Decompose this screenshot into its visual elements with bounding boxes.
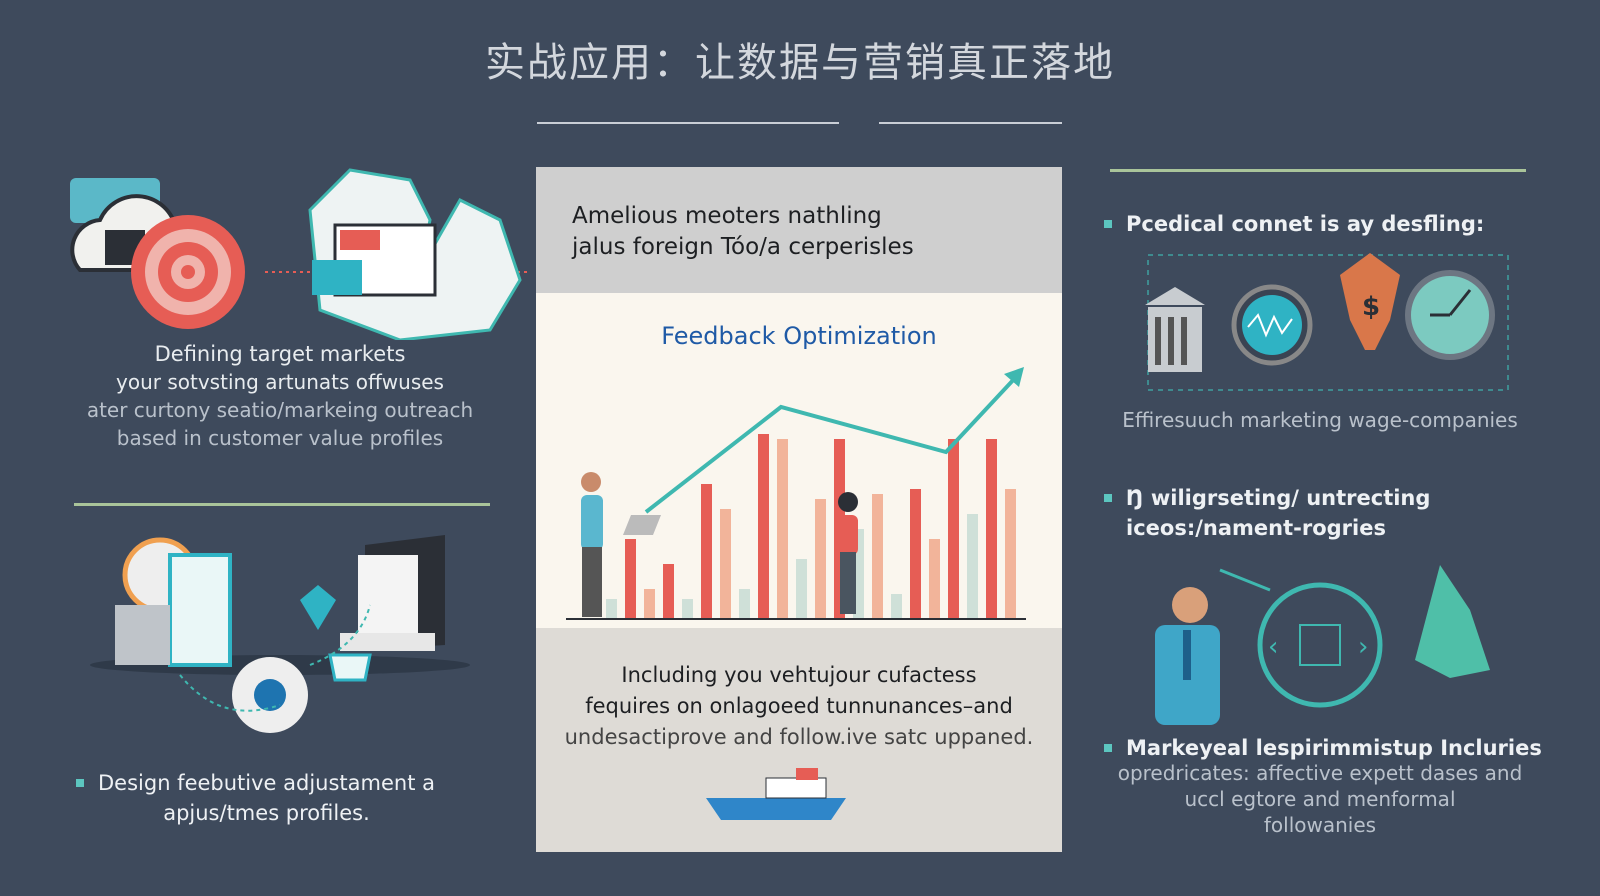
- header-line: Amelious meoters nathling: [572, 203, 882, 229]
- body-line: Including you vehtujour cufactess: [621, 663, 977, 687]
- caption-line: ater curtony seatio/markeing outreach: [86, 398, 474, 422]
- center-panel: Amelious meoters nathling jalus foreign …: [536, 167, 1062, 852]
- section-divider: [74, 503, 490, 506]
- panel-body-text: Including you vehtujour cufactess fequir…: [536, 660, 1062, 753]
- caption-line: opredricates: affective expett dases and: [1117, 761, 1523, 785]
- right-bullet-2: Ŋ wiligrseting/ untrecting iceos:/nament-…: [1104, 483, 1430, 543]
- bullet-icon: [1104, 220, 1112, 228]
- bank-building-icon: [1145, 287, 1205, 372]
- chart-bar: [663, 564, 674, 619]
- section-divider: [1110, 169, 1526, 172]
- chart-bar: [986, 439, 997, 619]
- chart-bar: [891, 594, 902, 619]
- target-markets-caption: Defining target markets your sotvsting a…: [70, 340, 490, 452]
- chart-bar: [720, 509, 731, 619]
- bullet-text: Pcedical connet is ay desfling:: [1126, 212, 1485, 236]
- bullet-text: Ŋ wiligrseting/ untrecting: [1126, 486, 1431, 510]
- monitor-gauge-icon: [1231, 284, 1313, 366]
- bullet-icon: [76, 779, 84, 787]
- gear-icon: [232, 657, 308, 733]
- chart-bar: [815, 499, 826, 619]
- chart-title: Feedback Optimization: [661, 322, 937, 350]
- chart-bar: [625, 539, 636, 619]
- envelope-icon: [328, 653, 372, 682]
- person-woman-icon: [836, 492, 858, 614]
- bullet-text: apjus/tmes profiles.: [163, 801, 370, 825]
- finance-icons-illustration: $: [1145, 253, 1509, 391]
- svg-text:$: $: [1362, 292, 1380, 322]
- laptop-icon: [340, 535, 445, 651]
- page-title: 实战应用：让数据与营销真正落地: [485, 40, 1115, 86]
- chart-bar: [796, 559, 807, 619]
- chart-bar: [929, 539, 940, 619]
- trend-line: [644, 375, 1018, 514]
- businessman-icon: [1155, 587, 1220, 725]
- chart-bar: [948, 439, 959, 619]
- panel-header: Amelious meoters nathling jalus foreign …: [536, 167, 1062, 293]
- target-market-illustration: [70, 168, 530, 340]
- design-feedback-bullet: Design feebutive adjustament a apjus/tme…: [76, 768, 496, 828]
- caption-line: your sotvsting artunats offwuses: [116, 370, 444, 394]
- chart-bar: [777, 439, 788, 619]
- growth-chart-illustration: [566, 367, 1026, 620]
- chart-bar: [910, 489, 921, 619]
- person-man-icon: [581, 472, 661, 617]
- body-line: fequires on onlagoeed tunnunances–and: [585, 694, 1013, 718]
- bullet-icon: [1104, 744, 1112, 752]
- bullet-icon: [1104, 494, 1112, 502]
- caption-line: followanies: [1263, 813, 1377, 837]
- chart-bar: [1005, 489, 1016, 619]
- chart-bar: [739, 589, 750, 619]
- chart-bar: [853, 529, 864, 619]
- chart-bar: [682, 599, 693, 619]
- header-line: jalus foreign Tóo/a cerperisles: [572, 234, 914, 260]
- money-bulb-icon: $: [1340, 253, 1400, 350]
- ship-icon: [706, 768, 846, 820]
- right-bullet-3: Markeyeal lespirimmistup Incluries: [1104, 733, 1542, 763]
- title-divider-right: [879, 122, 1062, 124]
- panel-footer: Including you vehtujour cufactess fequir…: [536, 628, 1062, 852]
- box-icon: [115, 605, 170, 665]
- consultant-illustration: ‹›: [1155, 565, 1490, 725]
- diamond-icon: [300, 585, 336, 630]
- body-line: undesactiprove and follow.ive satc uppan…: [564, 725, 1034, 749]
- bullet-text: iceos:/nament-rogries: [1126, 516, 1386, 540]
- bullet-text: Design feebutive adjustament a: [98, 771, 435, 795]
- document-icon: [168, 553, 232, 667]
- target-icon: [131, 215, 245, 329]
- chart-bar: [872, 494, 883, 619]
- clock-icon: [1405, 270, 1495, 360]
- right-caption-3: opredricates: affective expett dases and…: [1110, 760, 1530, 838]
- svg-text:›: ›: [1358, 632, 1368, 662]
- chart-bar: [606, 599, 617, 619]
- chart-bar: [701, 484, 712, 619]
- right-bullet-1: Pcedical connet is ay desfling:: [1104, 209, 1484, 239]
- svg-text:‹: ‹: [1268, 632, 1278, 662]
- chart-bar: [967, 514, 978, 619]
- bullet-text: Markeyeal lespirimmistup Incluries: [1126, 736, 1542, 760]
- adjustment-illustration: [90, 535, 470, 733]
- trend-arrow-icon: [1004, 367, 1024, 387]
- caption-line: Defining target markets: [154, 342, 406, 366]
- chart-bar: [644, 589, 655, 619]
- caption-line: uccl egtore and menformal: [1184, 787, 1456, 811]
- code-circle-icon: ‹›: [1257, 582, 1383, 708]
- chart-bar: [758, 434, 769, 619]
- caption-line: based in customer value profiles: [116, 426, 444, 450]
- network-map-icon: [308, 168, 522, 340]
- title-divider-left: [537, 122, 839, 124]
- crystal-icon: [1415, 565, 1490, 678]
- right-caption-1: Effiresuuch marketing wage-companies: [1122, 408, 1518, 432]
